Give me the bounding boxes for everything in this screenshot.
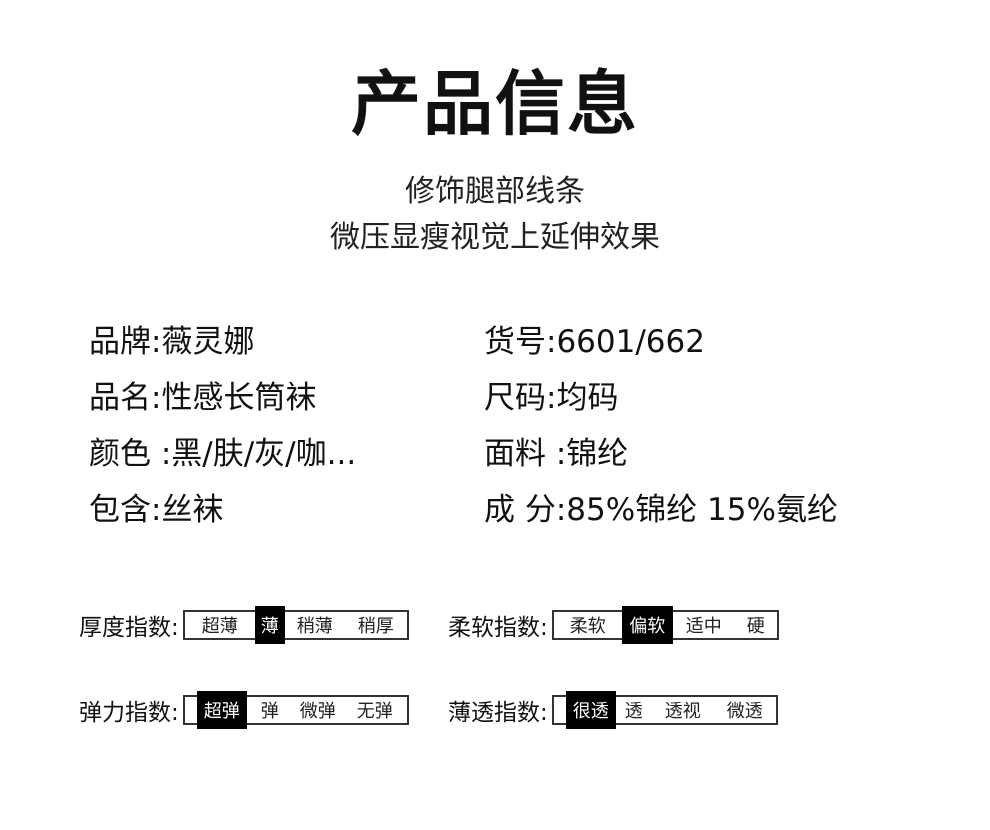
softness-option-selected: 偏软 [621, 606, 673, 644]
elasticity-option: 无弹 [356, 701, 393, 722]
thickness-option: 稍薄 [296, 616, 333, 637]
transparency-option: 透 [624, 701, 643, 722]
thickness-index-label: 厚度指数: [79, 615, 179, 641]
thickness-option-selected: 薄 [254, 606, 285, 644]
softness-option: 硬 [746, 616, 765, 637]
elasticity-index-label: 弹力指数: [79, 700, 179, 726]
spec-color: 颜色 :黑/肤/灰/咖... [89, 436, 357, 472]
spec-includes: 包含:丝袜 [89, 492, 224, 528]
subtitle-line-1: 修饰腿部线条 [405, 174, 585, 209]
softness-index: 柔软指数: 柔软 偏软 适中 硬 [448, 606, 779, 644]
thickness-option: 稍厚 [357, 616, 394, 637]
page-title: 产品信息 [351, 63, 639, 145]
elasticity-scale: 超弹 弹 微弹 无弹 [182, 691, 409, 729]
thickness-option: 超薄 [201, 616, 238, 637]
softness-option: 适中 [685, 616, 722, 637]
spec-brand: 品牌:薇灵娜 [89, 324, 255, 360]
elasticity-option: 弹 [260, 701, 279, 722]
transparency-option: 透视 [664, 701, 701, 722]
transparency-option-selected: 很透 [565, 691, 616, 729]
thickness-scale: 超薄 薄 稍薄 稍厚 [182, 606, 409, 644]
spec-product-name: 品名:性感长筒袜 [89, 380, 317, 416]
thickness-index: 厚度指数: 超薄 薄 稍薄 稍厚 [79, 606, 409, 644]
softness-index-label: 柔软指数: [448, 615, 548, 641]
softness-scale: 柔软 偏软 适中 硬 [551, 606, 779, 644]
transparency-index: 薄透指数: 很透 透 透视 微透 [448, 691, 778, 729]
elasticity-option: 微弹 [299, 701, 336, 722]
subtitle-line-2: 微压显瘦视觉上延伸效果 [330, 220, 660, 255]
transparency-option: 微透 [726, 701, 763, 722]
elasticity-index: 弹力指数: 超弹 弹 微弹 无弹 [79, 691, 409, 729]
softness-option: 柔软 [569, 616, 606, 637]
spec-composition: 成 分:85%锦纶 15%氨纶 [484, 492, 838, 528]
elasticity-option-selected: 超弹 [196, 691, 247, 729]
transparency-index-label: 薄透指数: [448, 700, 548, 726]
transparency-scale: 很透 透 透视 微透 [551, 691, 778, 729]
spec-fabric: 面料 :锦纶 [484, 436, 629, 472]
spec-size: 尺码:均码 [484, 380, 619, 416]
spec-item-no: 货号:6601/662 [484, 324, 705, 360]
